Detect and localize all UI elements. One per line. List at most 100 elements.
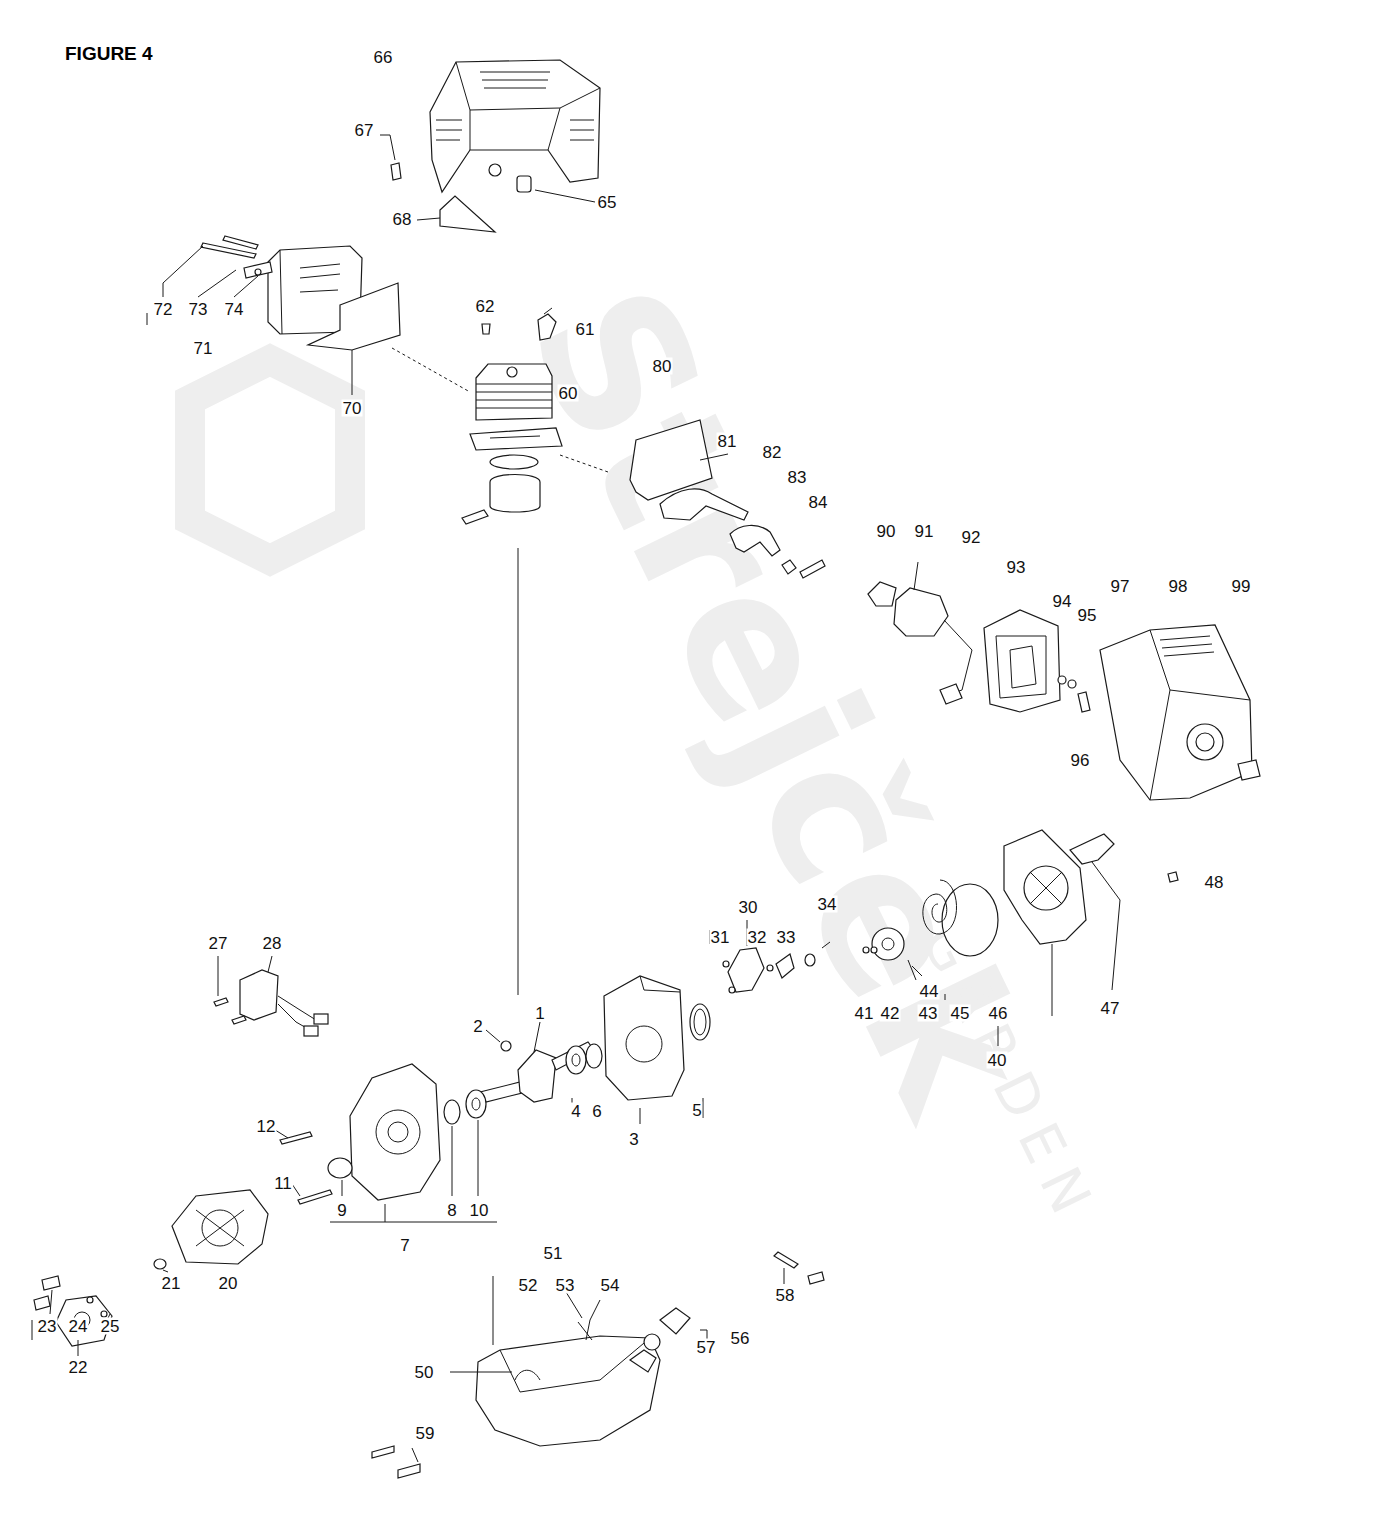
callout-number: 60 bbox=[558, 385, 579, 402]
callout-number: 52 bbox=[518, 1277, 539, 1294]
screw-part bbox=[391, 163, 401, 180]
starter-part bbox=[872, 928, 904, 960]
crankcase-half-part bbox=[350, 1064, 440, 1200]
ignition-coil-part bbox=[214, 998, 228, 1006]
crankcase-part bbox=[626, 1026, 662, 1062]
callout-number: 43 bbox=[918, 1005, 939, 1022]
ignition-coil-part bbox=[304, 1026, 318, 1036]
muffler-part bbox=[280, 250, 340, 334]
crankshaft-part bbox=[518, 1050, 556, 1102]
fuel-tank-part bbox=[398, 1464, 420, 1478]
callout-number: 42 bbox=[880, 1005, 901, 1022]
starter-part bbox=[942, 884, 998, 956]
cylinder-part bbox=[518, 548, 519, 995]
ignition-coil-part bbox=[278, 996, 316, 1030]
callout-number: 32 bbox=[747, 929, 768, 946]
starter-part bbox=[1024, 866, 1068, 910]
pawl-hub-part bbox=[767, 965, 773, 971]
fuel-tank-part bbox=[784, 1268, 785, 1284]
heat-shield bbox=[308, 283, 470, 395]
filter-cover-part bbox=[1238, 760, 1260, 780]
heat-shield-part bbox=[392, 348, 470, 392]
filter-cover-part bbox=[1150, 630, 1250, 800]
carburetor-part bbox=[914, 562, 972, 696]
fuel-tank-part bbox=[660, 1308, 690, 1334]
starter-part bbox=[908, 960, 922, 980]
callout-number: 12 bbox=[256, 1118, 277, 1135]
cylinder-part bbox=[470, 428, 562, 450]
screw bbox=[380, 135, 401, 180]
filter-cover-part bbox=[1100, 625, 1252, 800]
flywheel-part bbox=[172, 1190, 268, 1264]
callout-number: 72 bbox=[153, 301, 174, 318]
crankcase-half-part bbox=[328, 1158, 352, 1178]
starter bbox=[863, 830, 1178, 1046]
flywheel-part bbox=[154, 1259, 166, 1269]
callout-number: 4 bbox=[570, 1103, 581, 1120]
callout-number: 74 bbox=[224, 301, 245, 318]
fuel-tank-part bbox=[808, 1272, 824, 1284]
callout-number: 99 bbox=[1231, 578, 1252, 595]
plate-part bbox=[440, 196, 495, 232]
engine-cover-part bbox=[436, 72, 594, 140]
crankshaft-part bbox=[486, 1022, 540, 1052]
callout-number: 33 bbox=[776, 929, 797, 946]
pawl-hub-part bbox=[723, 961, 729, 967]
muffler-part bbox=[244, 262, 272, 278]
callout-number: 70 bbox=[342, 400, 363, 417]
starter-part bbox=[923, 880, 957, 934]
spark-plug-part bbox=[544, 308, 552, 314]
callout-number: 1 bbox=[534, 1005, 545, 1022]
cylinder-part bbox=[490, 475, 540, 513]
callout-number: 34 bbox=[817, 896, 838, 913]
ignition-coil-part bbox=[240, 970, 278, 1020]
crankcase-half-part bbox=[388, 1122, 408, 1142]
starter-part bbox=[1052, 862, 1120, 1016]
fuel-tank-part bbox=[644, 1334, 660, 1350]
callout-number: 66 bbox=[373, 49, 394, 66]
screw-part bbox=[380, 135, 395, 160]
callout-number: 40 bbox=[987, 1052, 1008, 1069]
callout-number: 93 bbox=[1006, 559, 1027, 576]
bearing-part bbox=[586, 1044, 602, 1068]
callout-number: 46 bbox=[988, 1005, 1009, 1022]
clutch-part bbox=[87, 1297, 93, 1303]
fuel-tank-part bbox=[566, 1292, 707, 1354]
watermark-logo bbox=[190, 360, 350, 560]
muffler-part bbox=[223, 236, 258, 249]
heat-shield-part bbox=[308, 283, 400, 350]
callout-number: 45 bbox=[950, 1005, 971, 1022]
callout-number: 90 bbox=[876, 523, 897, 540]
crankcase-half-part bbox=[376, 1110, 420, 1154]
fuel-tank-part bbox=[412, 1448, 418, 1462]
callout-number: 59 bbox=[415, 1425, 436, 1442]
pawl-hub bbox=[710, 920, 830, 993]
air-filter-part bbox=[996, 636, 1046, 698]
cylinder-part bbox=[507, 367, 517, 377]
crankcase-half-part bbox=[272, 1120, 478, 1196]
crankcase-half-part bbox=[298, 1190, 332, 1204]
engine-cover bbox=[430, 60, 600, 192]
crankshaft-part bbox=[501, 1041, 511, 1051]
engine-cover-part bbox=[456, 62, 600, 150]
crankcase-half-part bbox=[280, 1132, 312, 1144]
muffler-part bbox=[147, 313, 148, 325]
screw-part bbox=[482, 324, 490, 334]
pawl-hub-part bbox=[729, 987, 735, 993]
ignition-coil bbox=[214, 956, 328, 1036]
nut-part bbox=[517, 176, 531, 192]
callout-number: 95 bbox=[1077, 607, 1098, 624]
insulator-part bbox=[660, 489, 748, 520]
screw bbox=[482, 324, 490, 334]
callout-number: 44 bbox=[919, 983, 940, 1000]
insulator-part bbox=[700, 454, 728, 460]
callout-number: 28 bbox=[262, 935, 283, 952]
callout-number: 91 bbox=[914, 523, 935, 540]
callout-number: 84 bbox=[808, 494, 829, 511]
callout-number: 51 bbox=[543, 1245, 564, 1262]
crankcase-part bbox=[604, 976, 684, 1100]
callout-number: 68 bbox=[392, 211, 413, 228]
fuel-tank-part bbox=[630, 1350, 656, 1372]
air-filter-part bbox=[1078, 692, 1090, 712]
callout-number: 92 bbox=[961, 529, 982, 546]
